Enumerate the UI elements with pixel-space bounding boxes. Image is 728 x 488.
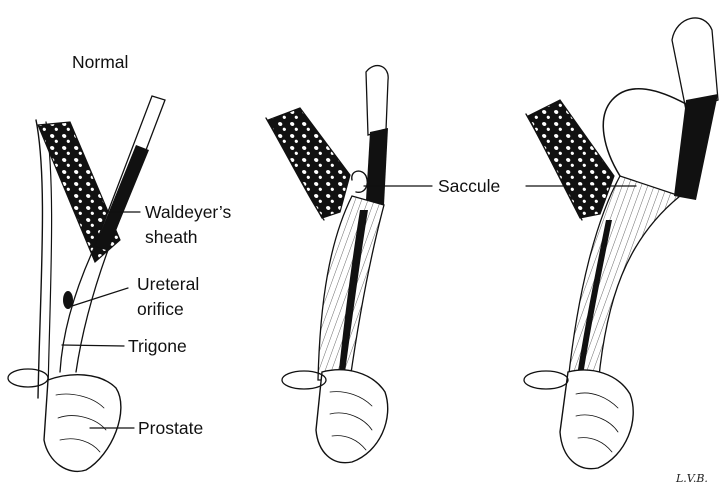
bladder-wall-2 <box>268 108 350 218</box>
prostate-2 <box>316 370 388 463</box>
label-ureteral-line1: Ureteral <box>137 274 199 294</box>
ureter-2 <box>366 66 388 135</box>
urethra-loop-3 <box>524 371 568 389</box>
panel-title-normal: Normal <box>72 52 128 72</box>
label-waldeyer-line1: Waldeyer’s <box>145 202 231 222</box>
artist-signature: L.V.B. <box>675 472 708 485</box>
urethra-loop-1 <box>8 369 48 387</box>
label-prostate: Prostate <box>138 418 203 438</box>
label-waldeyer-line2: sheath <box>145 227 198 247</box>
label-ureteral-line2: orifice <box>137 299 184 319</box>
panel-saccule: Saccule <box>266 66 500 463</box>
panel-normal: Normal Waldeyer’s sheath Ureteral orific… <box>8 52 231 471</box>
leader-trigone <box>62 345 124 346</box>
label-saccule: Saccule <box>438 176 500 196</box>
panel-diverticulum: L.V.B. <box>524 18 718 485</box>
prostate-1 <box>44 375 121 472</box>
prostate-3 <box>560 370 633 469</box>
leader-ureteral <box>72 288 128 306</box>
label-trigone: Trigone <box>128 336 187 356</box>
